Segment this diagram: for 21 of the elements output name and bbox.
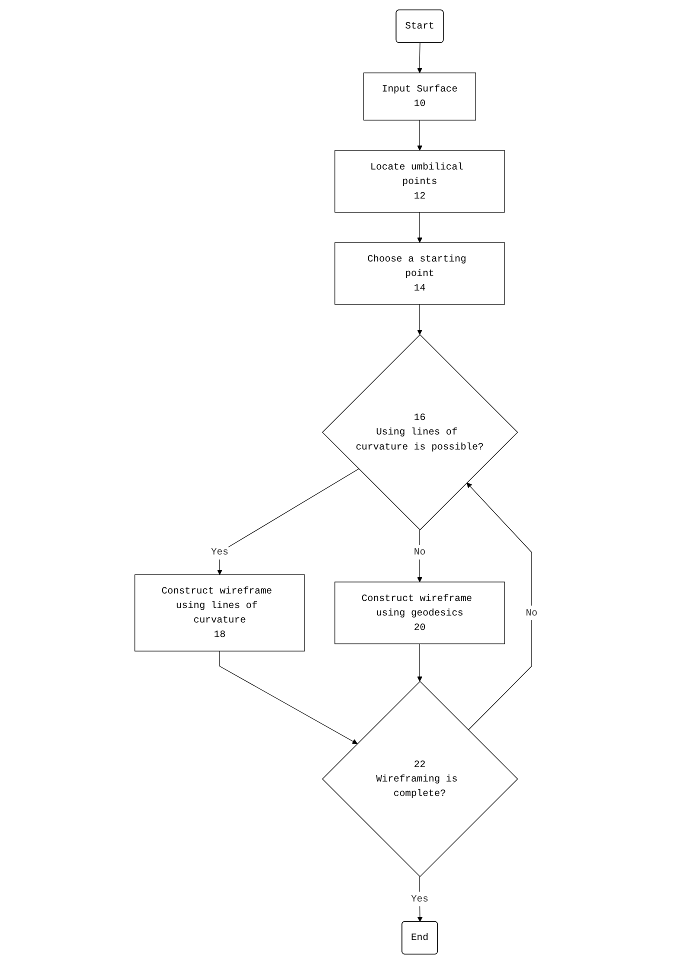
node-box: Construct wireframe using geodesics 20 xyxy=(334,582,506,644)
node-box: Construct wireframe using lines of curvature 18 xyxy=(134,574,306,652)
arrow xyxy=(417,304,423,335)
edge-label: No xyxy=(526,607,538,618)
arrow xyxy=(418,876,423,922)
arrow xyxy=(217,468,360,575)
arrow xyxy=(220,650,358,744)
arrow xyxy=(466,482,532,730)
node-diamond: 22 Wireframing is complete? xyxy=(322,680,518,877)
arrow xyxy=(417,42,423,74)
node-box: Input Surface 10 xyxy=(364,72,476,120)
arrow xyxy=(417,644,423,682)
edge-label: Yes xyxy=(411,894,429,904)
arrow xyxy=(417,212,423,243)
edge-label: No xyxy=(414,546,426,558)
node-box: Locate umbilical points 12 xyxy=(334,150,506,213)
node-box: Choose a starting point 14 xyxy=(334,242,506,305)
edge-label: Yes xyxy=(211,546,229,558)
arrow xyxy=(417,120,423,151)
node-diamond: 16 Using lines of curvature is possible? xyxy=(322,334,518,530)
arrow xyxy=(417,530,423,582)
